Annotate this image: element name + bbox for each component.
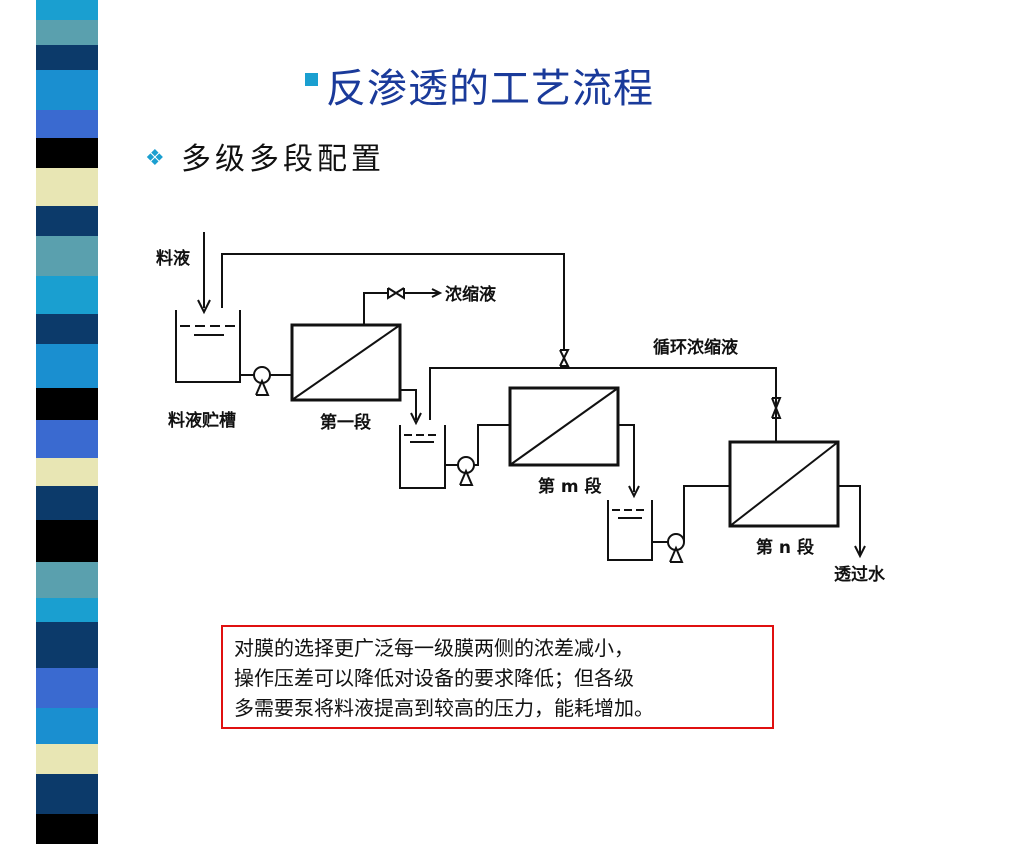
recycle-label: 循环浓缩液 xyxy=(653,337,738,358)
note-line: 多需要泵将料液提高到较高的压力，能耗增加。 xyxy=(234,696,654,720)
process-flow-diagram: 料液 浓缩液 循环浓缩液 料液贮槽 第一段 第 m 段 第 n 段 透过水 xyxy=(156,232,886,585)
feed-label: 料液 xyxy=(156,248,190,269)
page-title: 反渗透的工艺流程 xyxy=(305,56,654,114)
diamond-bullet-icon: ❖ xyxy=(145,146,165,171)
subtitle: ❖ 多级多段配置 xyxy=(145,134,385,178)
note-line: 操作压差可以降低对设备的要求降低；但各级 xyxy=(234,666,634,690)
permeate-label: 透过水 xyxy=(834,564,886,585)
note-box: 对膜的选择更广泛每一级膜两侧的浓差减小， 操作压差可以降低对设备的要求降低；但各… xyxy=(221,625,774,729)
tank-label: 料液贮槽 xyxy=(168,410,236,431)
page-title-text: 反渗透的工艺流程 xyxy=(326,66,654,112)
subtitle-text: 多级多段配置 xyxy=(181,142,385,177)
concentrate-label: 浓缩液 xyxy=(445,284,496,305)
stage1-label: 第一段 xyxy=(320,412,371,433)
stage-n-label: 第 n 段 xyxy=(756,537,814,558)
title-bullet-icon xyxy=(305,73,318,86)
note-line: 对膜的选择更广泛每一级膜两侧的浓差减小， xyxy=(234,636,634,660)
decorative-color-strip xyxy=(36,0,98,844)
stage-m-label: 第 m 段 xyxy=(538,476,602,497)
